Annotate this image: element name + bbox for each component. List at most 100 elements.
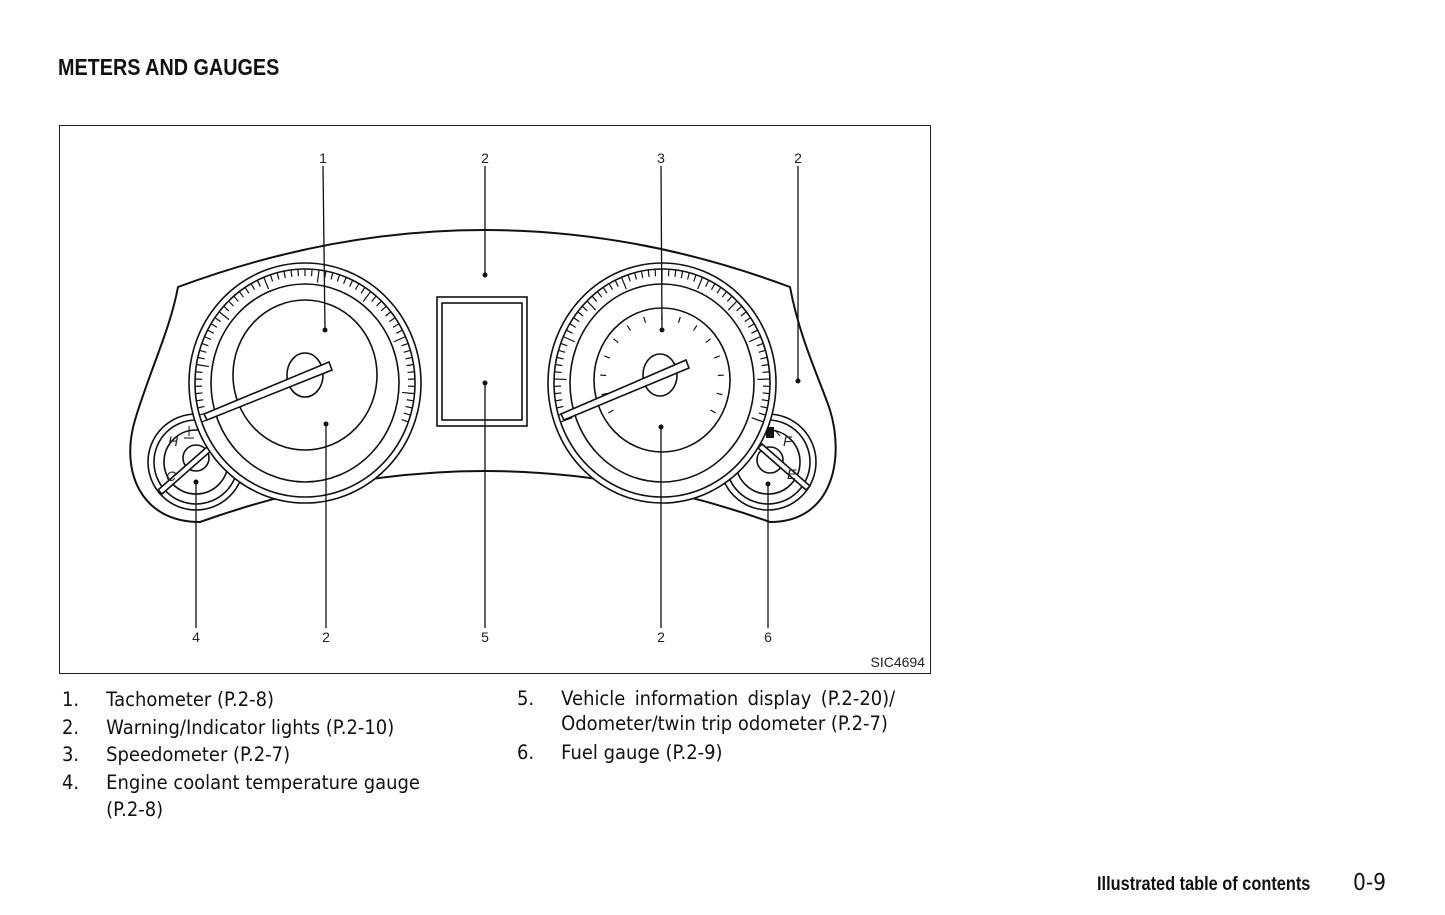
tick-mark: [758, 349, 766, 353]
legend-list-right: 5.Vehicle information display (P.2-20)/ …: [517, 686, 895, 765]
tick-mark: [686, 272, 690, 280]
tick-mark: [207, 329, 215, 334]
speedometer: [547, 262, 777, 504]
callout-5: 5: [481, 629, 489, 645]
tick-mark: [403, 349, 411, 353]
tick-mark: [195, 392, 203, 395]
item-number: 4.: [62, 770, 80, 794]
item-number: 6.: [517, 741, 535, 764]
callout-3: 3: [657, 150, 665, 166]
tick-mark: [736, 305, 743, 312]
tick-mark: [581, 305, 588, 312]
page-number: 0-9: [1353, 870, 1387, 896]
item-number: 1.: [62, 688, 80, 711]
tick-mark: [627, 274, 631, 282]
tick-mark: [405, 356, 413, 360]
tick-mark: [195, 371, 203, 374]
tick-mark: [233, 295, 239, 302]
tick-mark: [674, 269, 677, 277]
page-heading: METERS AND GAUGES: [58, 54, 280, 80]
tick-mark: [395, 329, 403, 334]
tick-mark: [677, 316, 681, 323]
tick-mark: [577, 311, 584, 317]
tick-mark: [554, 392, 562, 395]
tick-mark: [376, 300, 382, 307]
list-item-continued: Odometer/twin trip odometer (P.2-7): [517, 711, 895, 736]
tick-mark: [554, 371, 562, 374]
callout-6: 6: [764, 629, 772, 645]
tick-mark: [569, 323, 577, 328]
item-number: 3.: [62, 743, 80, 766]
tick-mark: [407, 371, 415, 374]
tick-mark: [761, 363, 769, 367]
tick-mark: [316, 269, 320, 283]
tick-mark: [563, 336, 576, 343]
tick-mark: [710, 283, 716, 291]
temp-hot-label: H: [168, 433, 179, 449]
tick-mark: [401, 342, 409, 347]
leader-dots: [193, 272, 801, 487]
temp-cold-label: C: [166, 468, 177, 484]
tick-mark: [556, 356, 564, 360]
tick-mark: [626, 325, 631, 331]
tick-mark: [196, 399, 204, 402]
tick-mark: [393, 336, 406, 343]
tick-mark: [204, 336, 212, 341]
tick-mark: [713, 355, 720, 359]
tick-mark: [726, 295, 733, 302]
tick-mark: [371, 295, 377, 302]
tick-mark: [761, 399, 769, 402]
fuel-empty-label: E: [787, 466, 797, 482]
tick-mark: [330, 272, 334, 280]
tick-mark: [591, 295, 598, 302]
tick-mark: [276, 272, 280, 280]
tick-mark: [556, 405, 564, 409]
list-item: 2.Warning/Indicator lights (P.2-10): [62, 714, 420, 742]
list-item: 5.Vehicle information display (P.2-20)/: [517, 686, 895, 711]
tick-mark: [643, 316, 647, 323]
callout-2-right: 2: [794, 150, 802, 166]
tick-mark: [608, 409, 614, 414]
tick-mark: [558, 349, 566, 353]
tick-mark: [716, 287, 722, 294]
tick-mark: [613, 338, 619, 344]
tick-mark: [586, 300, 597, 311]
coolant-icon: [184, 426, 194, 439]
item-text: Odometer/twin trip odometer (P.2-7): [561, 712, 888, 735]
tick-mark: [389, 317, 396, 323]
tick-mark: [602, 287, 608, 294]
callout-2-speed: 2: [657, 629, 665, 645]
tick-mark: [290, 269, 293, 277]
tick-mark: [762, 371, 770, 374]
fuel-pump-icon: [766, 427, 781, 438]
tick-mark: [727, 300, 738, 311]
tick-mark: [263, 277, 270, 290]
tick-mark: [716, 392, 723, 396]
cluster-outline: [129, 229, 837, 524]
tick-mark: [283, 270, 286, 279]
tick-mark: [756, 342, 764, 347]
tick-mark: [406, 399, 414, 402]
tick-mark: [362, 291, 372, 303]
tick-mark: [751, 417, 764, 423]
tick-mark: [343, 277, 347, 285]
tick-mark: [401, 391, 415, 395]
tick-mark: [744, 317, 751, 323]
tick-mark: [256, 279, 261, 287]
tick-mark: [228, 300, 234, 307]
item-text: Engine coolant temperature gauge: [106, 770, 420, 794]
figure-id: SIC4694: [871, 654, 926, 670]
list-item: 1.Tachometer (P.2-8): [62, 686, 420, 714]
item-number: 5.: [517, 687, 535, 710]
tick-mark: [210, 323, 218, 328]
tick-mark: [748, 336, 761, 343]
leader-lines: [195, 165, 799, 628]
tick-mark: [710, 409, 716, 414]
tick-mark: [604, 355, 611, 359]
item-text: (P.2-8): [106, 798, 164, 821]
list-item: 3.Speedometer (P.2-7): [62, 741, 420, 769]
tick-mark: [223, 305, 230, 312]
tick-mark: [573, 317, 580, 323]
tick-mark: [555, 399, 563, 402]
tachometer: [188, 262, 422, 504]
